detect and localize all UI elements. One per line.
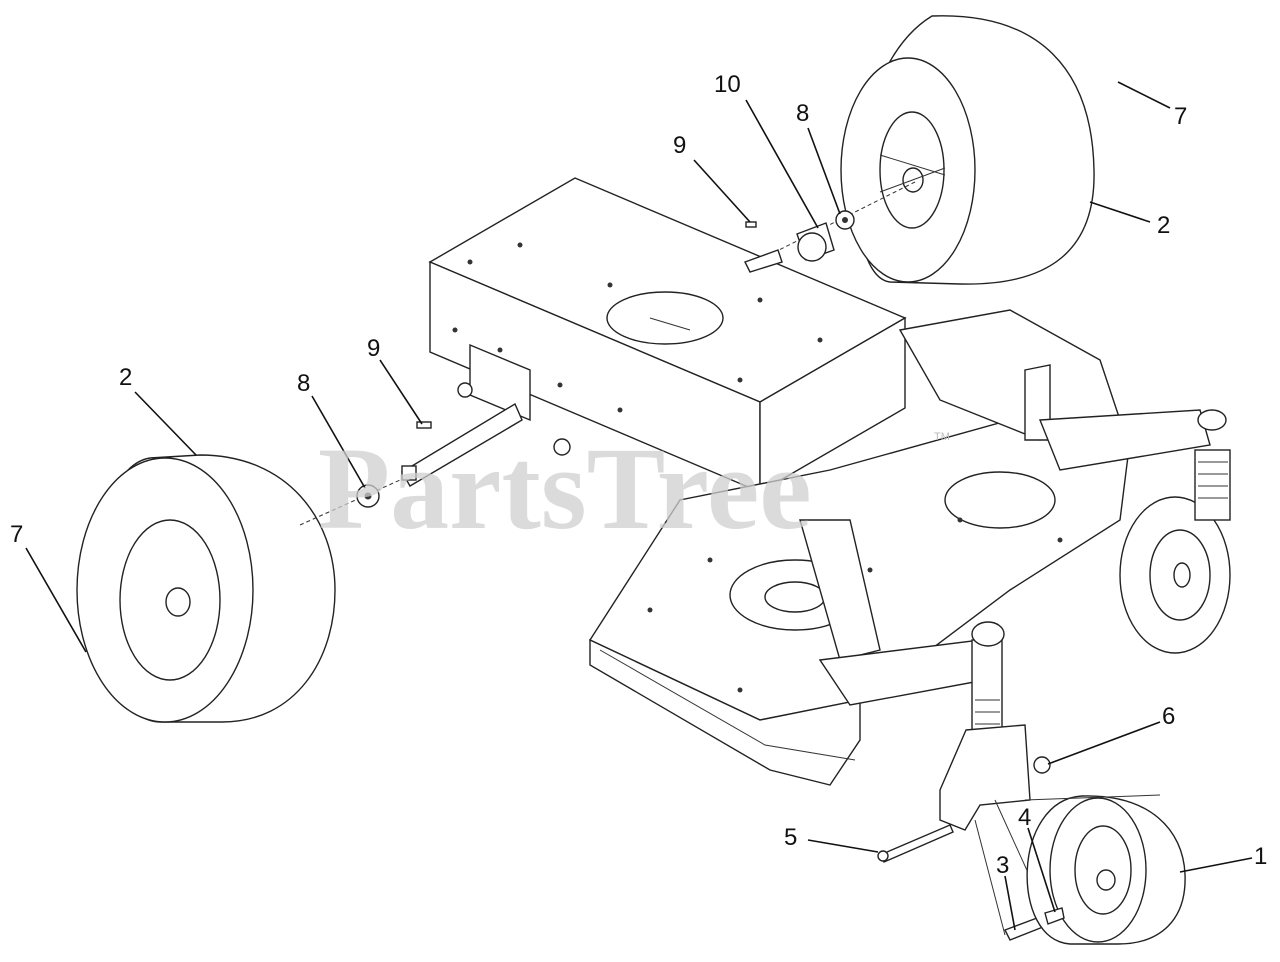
callout-9-left: 9: [367, 335, 380, 362]
callout-10: 10: [714, 71, 741, 98]
axle-parts-left: [299, 402, 523, 526]
leader-lines: [25, 81, 1253, 931]
callout-4: 4: [1018, 804, 1031, 831]
rear-wheel-icon: [840, 15, 1095, 285]
callout-2-left: 2: [119, 364, 132, 391]
callout-8-left: 8: [297, 370, 310, 397]
callout-labels: 10 8 9 7 2 2 9 8 7 6 5 4 3 1: [10, 71, 1267, 879]
caster-wheel-icon: [877, 621, 1186, 945]
mower-deck-icon: [588, 309, 1231, 786]
callout-5: 5: [784, 824, 797, 851]
callout-6: 6: [1162, 703, 1175, 730]
callout-7-left: 7: [10, 521, 23, 548]
axle-parts-upper: [744, 181, 916, 273]
watermark-trademark: TM: [934, 431, 950, 443]
callout-9-upper: 9: [673, 132, 686, 159]
watermark: PartsTree: [318, 423, 812, 554]
callout-7-upper: 7: [1174, 103, 1187, 130]
callout-3: 3: [996, 852, 1009, 879]
callout-1: 1: [1254, 843, 1267, 870]
frame-icon: [428, 177, 907, 494]
rear-wheel-icon: [76, 454, 336, 723]
callout-2-upper: 2: [1157, 212, 1170, 239]
callout-8-upper: 8: [796, 100, 809, 127]
